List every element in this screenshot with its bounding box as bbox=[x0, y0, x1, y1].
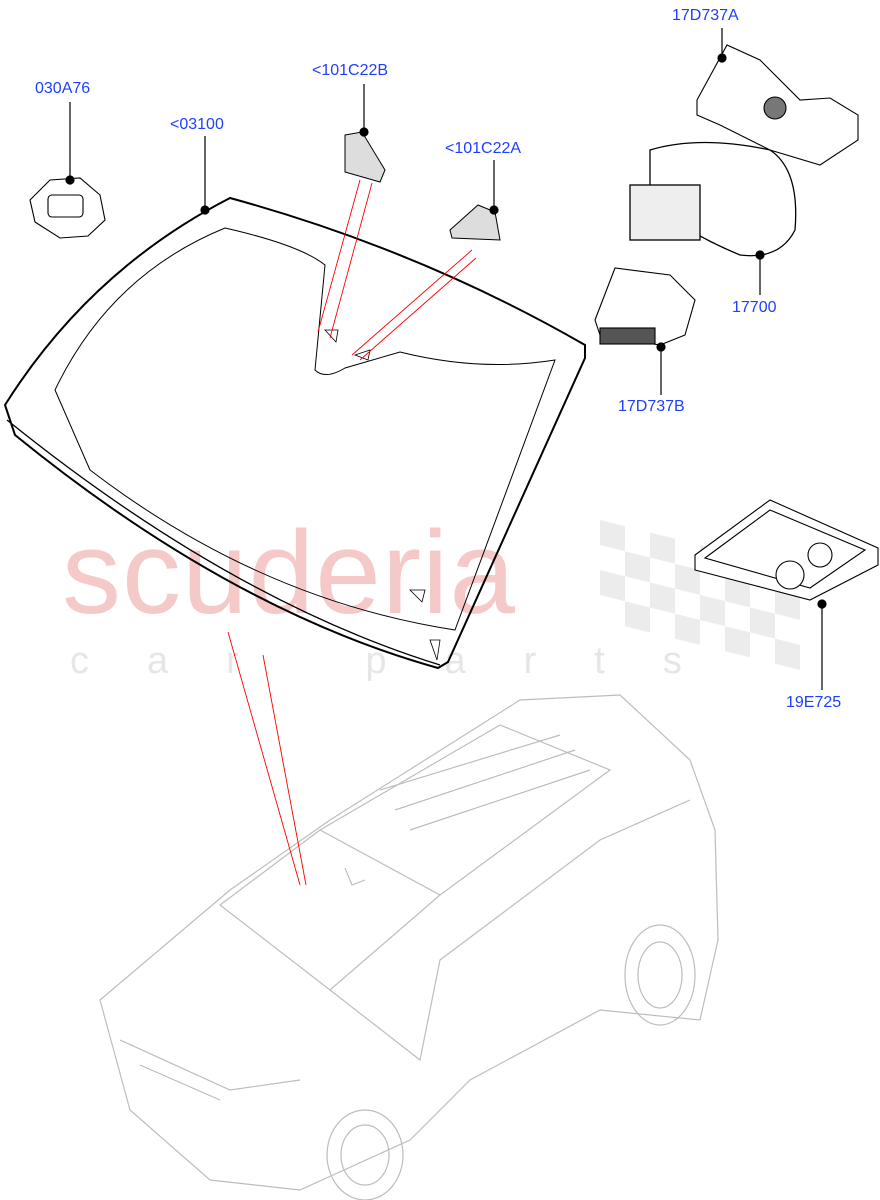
callout-030A76[interactable]: 030A76 bbox=[35, 80, 91, 97]
cover-part-101C22A bbox=[449, 204, 501, 241]
repair-kit-19E725 bbox=[694, 499, 879, 601]
pointer-lines bbox=[227, 179, 477, 886]
sensor-part-030A76 bbox=[29, 177, 106, 239]
vehicle-outline bbox=[99, 694, 719, 1200]
windscreen-part bbox=[3, 196, 586, 670]
leader-lines bbox=[65, 28, 827, 690]
watermark-subtitle: car parts bbox=[70, 640, 740, 682]
callout-17700[interactable]: 17700 bbox=[732, 299, 777, 316]
callout-17D737A[interactable]: 17D737A bbox=[672, 7, 739, 24]
callout-101C22A[interactable]: <101C22A bbox=[445, 140, 522, 157]
callout-03100[interactable]: <03100 bbox=[170, 116, 224, 133]
mirror-cover-17D737A bbox=[696, 44, 859, 166]
watermark-logo: scuderia bbox=[62, 507, 517, 639]
rear-view-mirror-17700 bbox=[629, 141, 797, 257]
callout-101C22B[interactable]: <101C22B bbox=[312, 62, 389, 79]
mirror-cover-17D737B bbox=[594, 267, 696, 346]
cover-part-101C22B bbox=[344, 131, 386, 183]
callout-19E725[interactable]: 19E725 bbox=[786, 694, 842, 711]
callout-17D737B[interactable]: 17D737B bbox=[618, 398, 685, 415]
